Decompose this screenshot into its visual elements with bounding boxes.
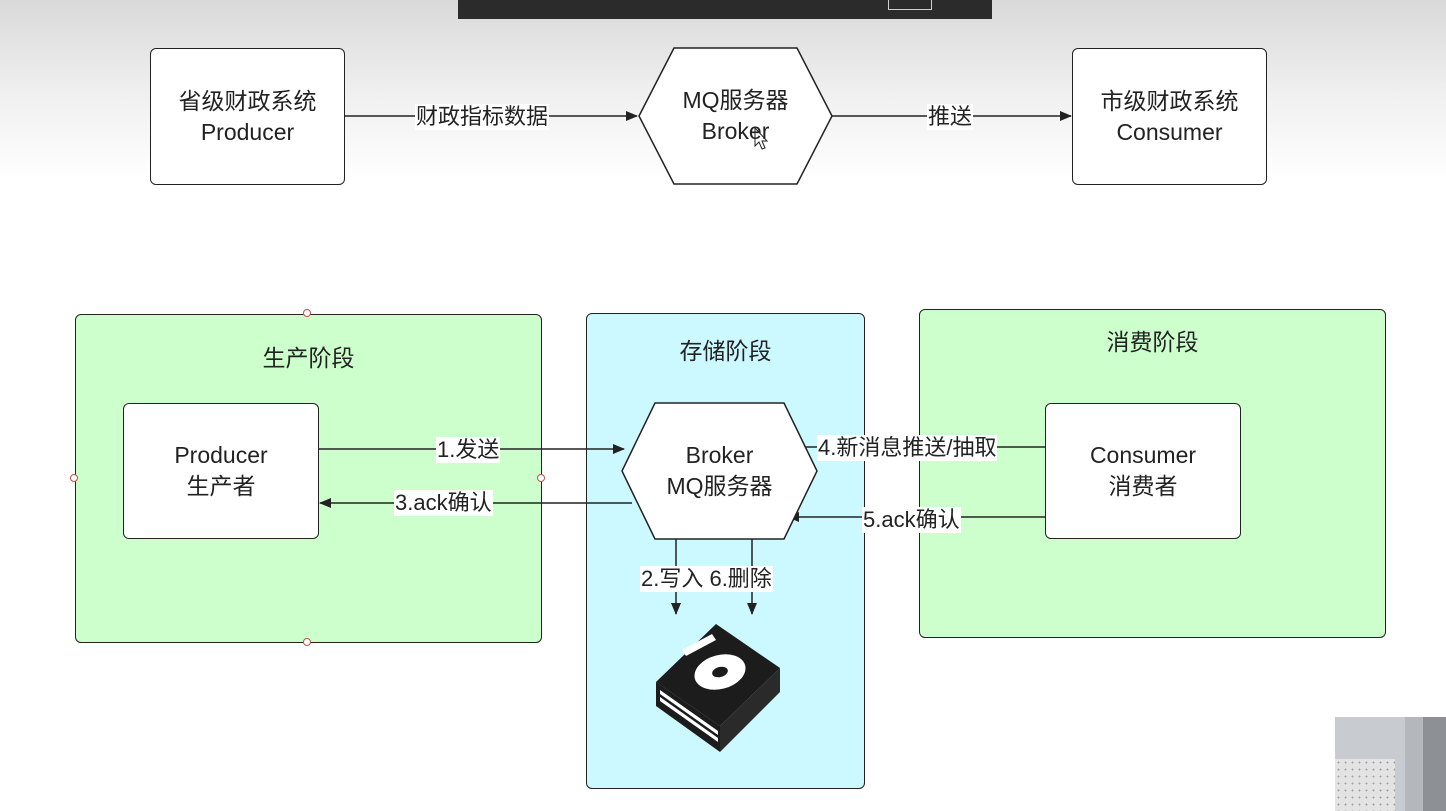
hard-drive-icon [656, 624, 780, 752]
edge-write-delete-label: 2.写入 6.删除 [640, 566, 773, 592]
webcam-thumbnail[interactable] [1335, 717, 1446, 811]
top-broker-label[interactable]: MQ服务器 Broker [639, 48, 832, 184]
selection-handle-top[interactable] [303, 309, 311, 317]
top-broker-label-2: Broker [701, 118, 770, 144]
producer-node-label-1: Producer [174, 442, 268, 468]
stage-production-title: 生产阶段 [262, 345, 355, 371]
broker-node-label[interactable]: Broker MQ服务器 [622, 403, 817, 539]
broker-node-label-2: MQ服务器 [666, 473, 773, 499]
top-broker-label-1: MQ服务器 [682, 87, 789, 113]
toolbar-button[interactable] [888, 0, 932, 10]
consumer-node-label-2: 消费者 [1108, 473, 1178, 499]
top-producer-label-1: 省级财政系统 [178, 87, 317, 114]
thumbnail-door [1423, 717, 1446, 811]
consumer-node-label-1: Consumer [1089, 442, 1197, 468]
edge-top-producer-broker-label: 财政指标数据 [415, 104, 550, 130]
stage-consumption-title: 消费阶段 [1106, 329, 1199, 355]
producer-node[interactable]: Producer 生产者 [123, 403, 319, 539]
stage-storage-title: 存储阶段 [679, 338, 772, 364]
top-consumer-label-1: 市级财政系统 [1100, 87, 1239, 114]
selection-handle-left[interactable] [70, 474, 78, 482]
edge-send-label: 1.发送 [436, 437, 501, 463]
thumbnail-frame [1405, 717, 1423, 811]
producer-node-label-2: 生产者 [186, 473, 256, 499]
edge-top-broker-consumer-label: 推送 [927, 104, 974, 130]
window-toolbar [458, 0, 992, 19]
thumbnail-wall [1335, 759, 1395, 811]
mouse-pointer-icon [754, 126, 769, 150]
broker-hexagon [621, 402, 818, 540]
selection-handle-right[interactable] [537, 474, 545, 482]
consumer-node[interactable]: Consumer 消费者 [1045, 403, 1241, 539]
top-consumer-box[interactable]: 市级财政系统 Consumer [1072, 48, 1267, 185]
top-producer-box[interactable]: 省级财政系统 Producer [150, 48, 345, 185]
top-producer-label-2: Producer [200, 118, 295, 145]
edge-push-pull-label: 4.新消息推送/抽取 [817, 435, 998, 461]
edge-ack-producer-label: 3.ack确认 [394, 490, 493, 516]
selection-handle-bottom[interactable] [303, 638, 311, 646]
top-consumer-label-2: Consumer [1116, 118, 1223, 145]
broker-node-label-1: Broker [685, 442, 754, 468]
edge-ack-consumer-label: 5.ack确认 [862, 507, 961, 533]
top-broker-hexagon [638, 47, 833, 185]
